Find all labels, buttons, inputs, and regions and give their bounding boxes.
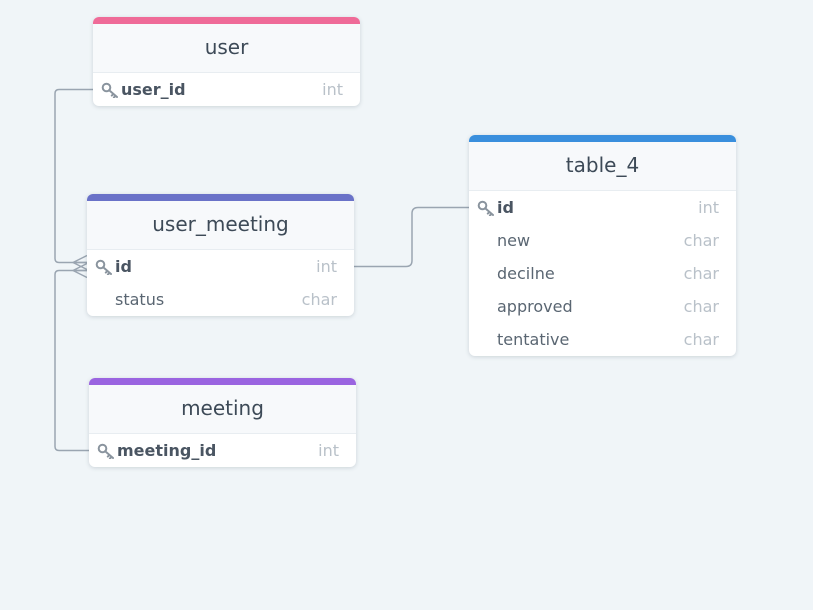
primary-key-icon: [477, 200, 495, 217]
field-row[interactable]: new char: [469, 224, 736, 257]
field-type: int: [322, 80, 343, 99]
table-header-accent: [469, 135, 736, 142]
table-user[interactable]: user user_id int: [93, 17, 360, 106]
table-meeting[interactable]: meeting meeting_id int: [89, 378, 356, 467]
field-row[interactable]: meeting_id int: [89, 434, 356, 467]
field-type: int: [698, 198, 719, 217]
field-row[interactable]: user_id int: [93, 73, 360, 106]
table-header-accent: [87, 194, 354, 201]
field-name: id: [497, 198, 514, 217]
relationship-line-user-user-meeting: [54, 88, 93, 264]
field-type: char: [683, 231, 719, 250]
field-row[interactable]: decilne char: [469, 257, 736, 290]
primary-key-icon: [97, 443, 115, 460]
crows-foot-marker: [72, 254, 88, 271]
field-type: int: [318, 441, 339, 460]
field-type: int: [316, 257, 337, 276]
field-name: status: [115, 290, 165, 309]
table-title[interactable]: user: [93, 24, 360, 73]
field-name: tentative: [497, 330, 570, 349]
field-type: char: [683, 297, 719, 316]
table-header-accent: [93, 17, 360, 24]
field-name: id: [115, 257, 132, 276]
table-header-accent: [89, 378, 356, 385]
field-row[interactable]: tentative char: [469, 323, 736, 356]
field-row[interactable]: approved char: [469, 290, 736, 323]
field-row[interactable]: status char: [87, 283, 354, 316]
field-type: char: [683, 330, 719, 349]
primary-key-icon: [95, 259, 113, 276]
field-type: char: [683, 264, 719, 283]
table-title[interactable]: user_meeting: [87, 201, 354, 250]
relationship-line-meeting-user-meeting: [54, 269, 89, 452]
field-row[interactable]: id int: [469, 191, 736, 224]
field-type: char: [301, 290, 337, 309]
field-name: new: [497, 231, 531, 250]
field-row[interactable]: id int: [87, 250, 354, 283]
table-title[interactable]: table_4: [469, 142, 736, 191]
crows-foot-marker: [72, 262, 88, 279]
table-title[interactable]: meeting: [89, 385, 356, 434]
relationship-line-user-meeting-table-4: [354, 206, 469, 268]
primary-key-icon: [101, 82, 119, 99]
field-name: approved: [497, 297, 573, 316]
field-name: decilne: [497, 264, 555, 283]
field-name: meeting_id: [117, 441, 217, 460]
field-name: user_id: [121, 80, 186, 99]
